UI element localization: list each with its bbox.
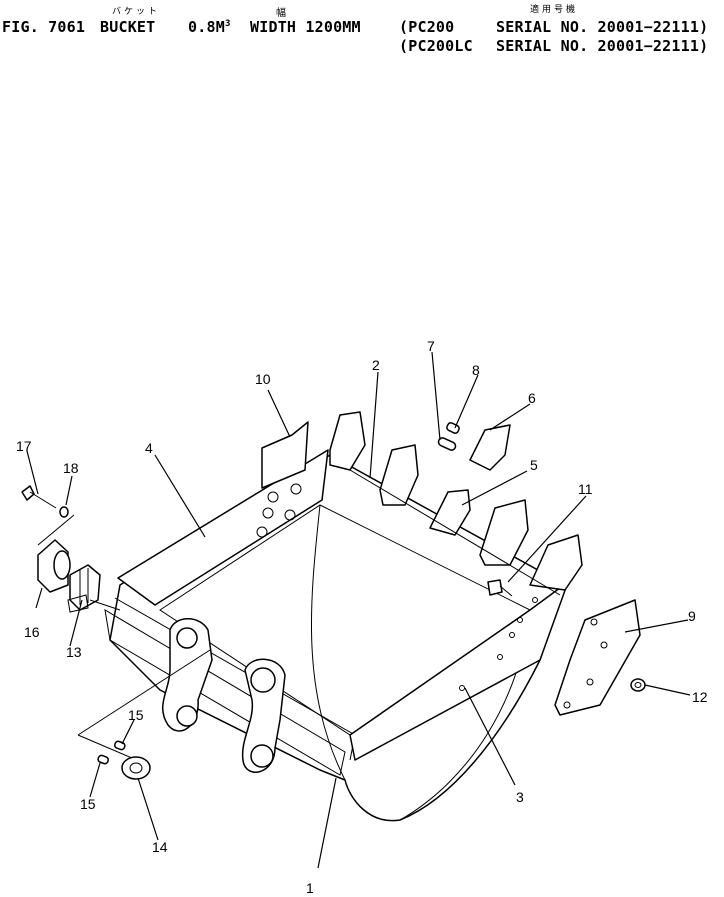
pin-set [77, 649, 211, 780]
bolt-hole [267, 491, 279, 503]
bolt-hole [590, 618, 598, 626]
callout-15b: 15 [80, 796, 96, 812]
boss-cap-ridges [79, 568, 89, 605]
hinge-brackets [161, 618, 286, 773]
pin-collar [121, 756, 151, 780]
callout-11: 11 [578, 481, 593, 497]
tooth-detached [469, 424, 511, 471]
callout-2: 2 [372, 357, 380, 373]
pin-guide [77, 649, 211, 759]
capacity-value: 0.8M [188, 18, 225, 36]
tooth [379, 444, 419, 506]
side-cutter-bolt [487, 579, 513, 597]
callout-8: 8 [472, 362, 480, 378]
tooth-pin [437, 437, 457, 451]
callout-labels: 1 2 3 4 5 6 7 8 9 10 11 12 13 14 15 15 1… [16, 338, 708, 896]
callout-6: 6 [528, 390, 536, 406]
side-cutter [554, 599, 641, 716]
bolt-hole [600, 641, 608, 649]
model-pc200lc: (PC200LC [399, 37, 473, 55]
wear-plate [261, 421, 309, 489]
bolt-hole [517, 617, 523, 623]
boss-cap [69, 564, 101, 611]
dowel-pin [97, 754, 109, 765]
callout-14: 14 [152, 839, 168, 855]
hinge-bracket-left [161, 618, 213, 732]
hinge-boss [250, 744, 274, 768]
callout-10: 10 [255, 371, 271, 387]
callout-13: 13 [66, 644, 82, 660]
side-plate-left [117, 449, 329, 606]
callout-16: 16 [24, 624, 40, 640]
bucket-japanese-label: バケット [112, 7, 161, 17]
bolt-hole [256, 526, 268, 538]
applicable-serial-japanese-label: 適用号機 [530, 5, 579, 15]
bolt-hole [586, 678, 594, 686]
bolt-hole [532, 597, 538, 603]
side-plate-left-bolts [256, 483, 302, 538]
shim-plate [67, 594, 89, 613]
boss-assembly [21, 485, 121, 613]
callout-9: 9 [688, 608, 696, 624]
tooth [479, 499, 529, 566]
tooth [529, 534, 583, 591]
capacity-exponent: 3 [224, 19, 231, 29]
callout-12: 12 [692, 689, 708, 705]
part-name: BUCKET [100, 18, 156, 36]
figure-number: FIG. 7061 [2, 18, 86, 36]
side-cutter-holes [563, 618, 608, 709]
washer [59, 506, 69, 518]
callout-4: 4 [145, 440, 153, 456]
bolt-hole [290, 483, 302, 495]
dowel-pin [114, 740, 126, 751]
assembly-guide [37, 514, 121, 611]
hinge-boss [176, 627, 198, 649]
tooth [429, 489, 471, 536]
callout-5: 5 [530, 457, 538, 473]
lock-pin [446, 422, 460, 434]
serial-range-pc200lc: SERIAL NO. 20001−22111) [496, 37, 709, 55]
bucket-width: WIDTH 1200MM [250, 18, 361, 36]
bolt-hole [563, 701, 571, 709]
side-cutter-nut [630, 678, 646, 692]
bucket-capacity: 0.8M3 [188, 18, 231, 36]
bolt-hole [262, 507, 274, 519]
callout-18: 18 [63, 460, 79, 476]
model-pc200: (PC200 [399, 18, 455, 36]
hinge-boss [176, 705, 198, 727]
pin-collar-hole [129, 762, 143, 774]
bolt-hole [509, 632, 515, 638]
bucket-teeth [329, 411, 583, 596]
boss-face [53, 550, 71, 580]
callout-7: 7 [427, 338, 435, 354]
bolt-shank [29, 491, 57, 509]
callout-17: 17 [16, 438, 32, 454]
bolt-hole [284, 509, 296, 521]
callout-1: 1 [306, 880, 314, 896]
tooth-lip-line [349, 469, 561, 596]
side-plate-right-holes [459, 597, 538, 691]
callout-15a: 15 [128, 707, 144, 723]
leader-lines [26, 351, 691, 869]
bolt-hole [497, 654, 503, 660]
width-japanese-label: 幅 [276, 8, 289, 19]
callout-3: 3 [516, 789, 524, 805]
tooth [329, 411, 366, 471]
hinge-boss [250, 667, 276, 693]
bucket-curve-line [310, 504, 346, 781]
serial-range-pc200: SERIAL NO. 20001−22111) [496, 18, 709, 36]
side-plate-right [349, 581, 569, 761]
bolt-hole [459, 685, 465, 691]
